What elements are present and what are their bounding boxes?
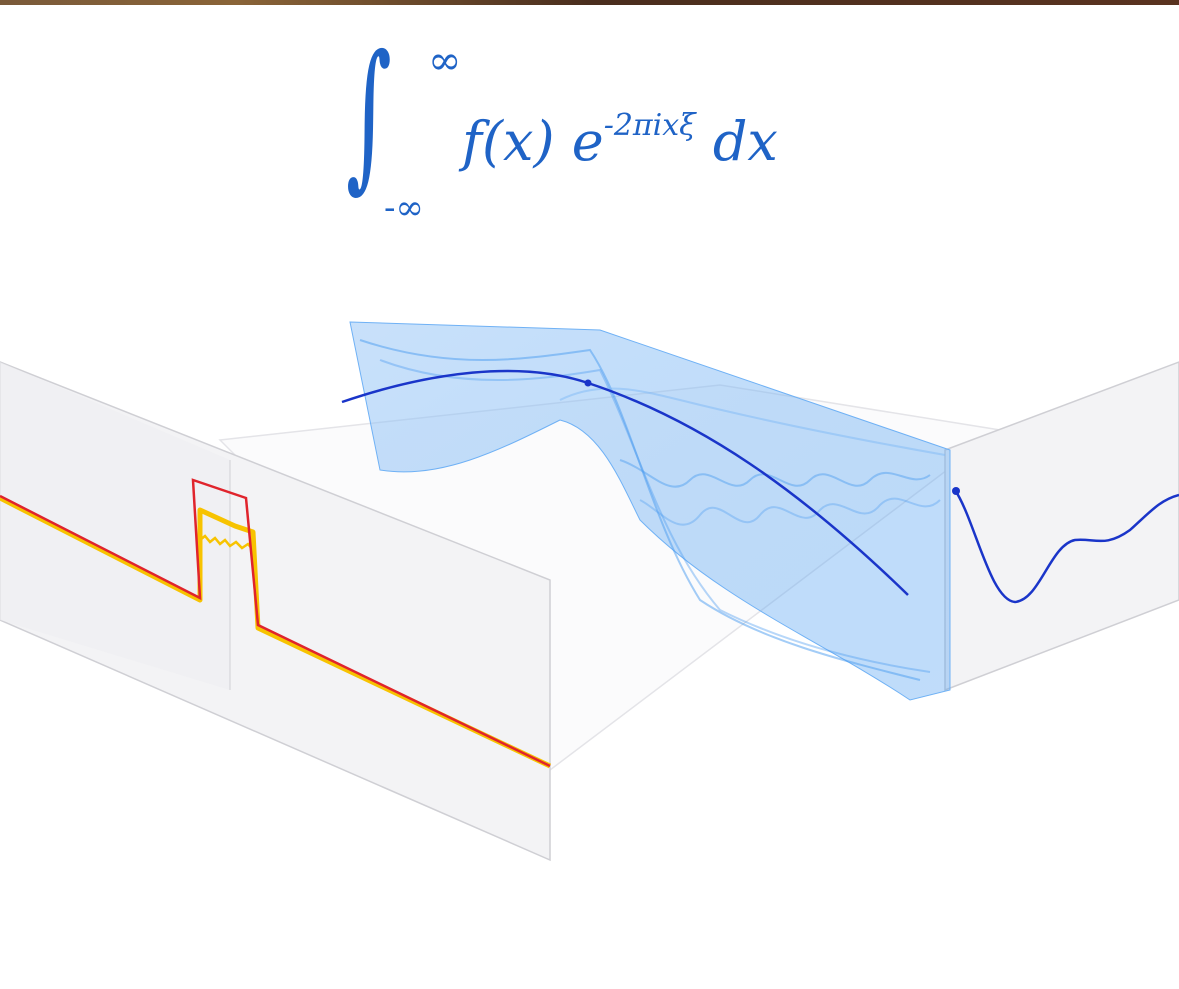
- fourier-transform-formula: ∫ ∞ -∞ f(x) e-2πixξ dx: [340, 20, 860, 229]
- envelope-peak-point: [584, 379, 592, 387]
- lower-limit: -∞: [384, 188, 424, 228]
- integrand: f(x) e-2πixξ dx: [462, 108, 778, 173]
- envelope-curve: [341, 369, 909, 596]
- square-pulse-signal: [0, 478, 552, 769]
- spectrum-curve: [952, 487, 1179, 604]
- upper-limit: ∞: [428, 38, 462, 84]
- integrand-function: f(x) e: [462, 110, 604, 173]
- frequency-domain-panel: [944, 361, 1179, 692]
- time-domain-panel: [0, 361, 551, 862]
- top-border-strip: [0, 0, 1179, 5]
- integral-sign: ∫: [346, 20, 392, 207]
- exponent: -2πixξ: [603, 108, 696, 143]
- differential: dx: [695, 110, 778, 173]
- spectrum-start-point: [952, 487, 960, 495]
- frequency-component-ribbons: [349, 321, 951, 701]
